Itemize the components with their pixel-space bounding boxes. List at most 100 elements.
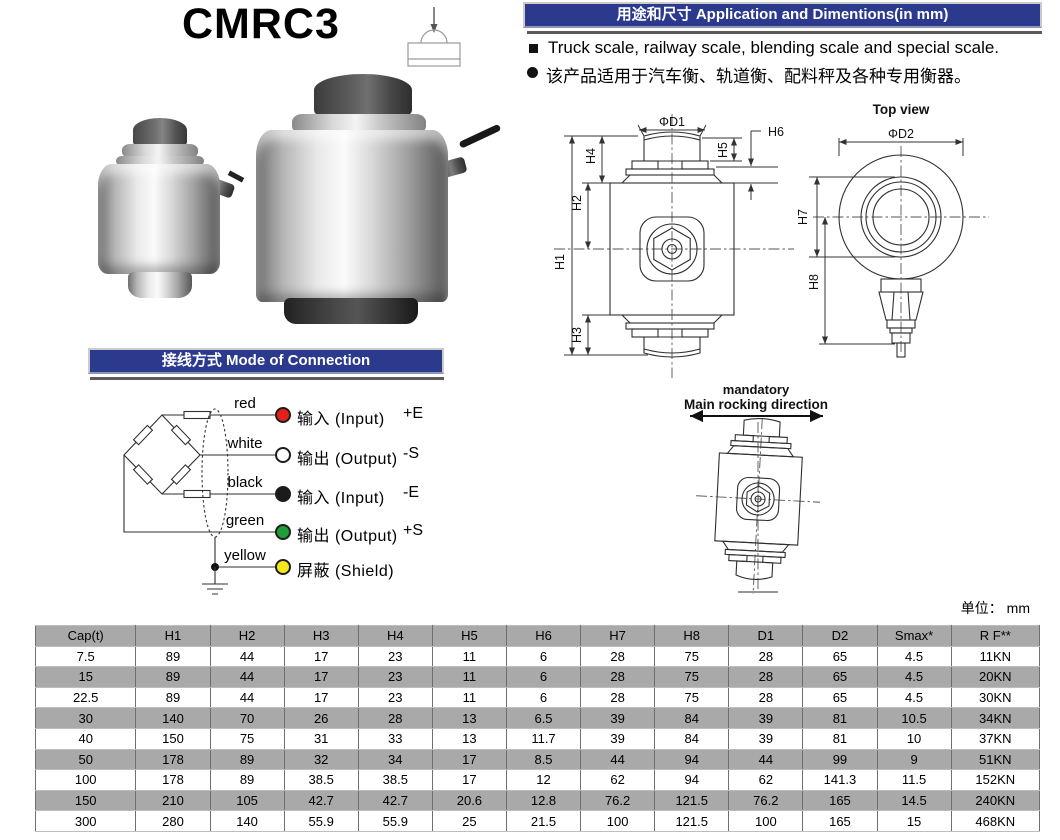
table-cell: 21.5 [505,810,582,832]
table-cell: 6 [505,686,582,709]
table-cell: 39 [728,707,804,729]
wire-function-label: 输出 (Output) [297,528,398,545]
table-cell: 44 [209,666,285,688]
table-cell: 42.7 [283,789,359,812]
terminal-dot [275,524,291,540]
table-cell: 20KN [950,666,1041,688]
table-cell: 11 [431,645,507,668]
center-boss-square [735,476,781,522]
table-cell: 62 [728,769,804,791]
column-header: D2 [802,625,878,647]
bottom-flange-tab-left [631,328,659,338]
table-cell: 28 [580,686,656,709]
cable-stub [896,342,906,358]
table-cell: 28 [728,686,804,709]
table-cell: 150 [34,789,137,812]
wire-color-label: red [234,395,256,412]
table-cell: 39 [580,707,656,729]
top-view-label: Top view [873,102,930,117]
table-cell: 55.9 [357,810,433,832]
column-header: Cap(t) [34,625,137,647]
photo-cable [227,170,245,183]
table-cell: 84 [654,707,730,729]
table-cell: 26 [283,707,359,729]
table-cell: 14.5 [876,789,952,812]
column-header: H7 [580,625,656,647]
application-bar-shadow [527,31,1042,34]
model-title: CMRC3 [182,0,340,48]
column-header: H8 [654,625,730,647]
table-cell: 37KN [950,727,1041,750]
table-cell: 25 [431,810,507,832]
table-cell: 10 [876,727,952,750]
table-cell: 141.3 [802,769,878,791]
h6-extension-lines [716,166,778,184]
table-cell: 89 [135,666,211,688]
disc-bullet-icon [527,67,538,78]
table-cell: 12 [505,769,582,791]
table-cell: 17 [283,645,359,668]
dim-label-h6: H6 [768,125,784,139]
bottom-cap-outline [643,336,701,358]
photo-top-button [314,74,412,116]
table-cell: 28 [728,666,804,688]
center-hex-nut [745,485,771,513]
column-header: H3 [283,625,359,647]
dim-label-d2: ΦD2 [888,127,914,141]
table-cell: 10.5 [876,707,952,729]
arrow-head [430,24,438,33]
table-cell: 13 [431,727,507,750]
dim-label-h8: H8 [807,274,821,290]
center-circle [741,482,775,516]
table-cell: 17 [283,666,359,688]
wire-color-label: yellow [224,547,266,564]
table-cell: 152KN [950,769,1041,791]
table-cell: 17 [283,686,359,709]
center-hex-nut [653,227,691,271]
table-cell: 99 [802,748,878,771]
gland-hex-facets [891,291,911,321]
wire-signal-label: +E [403,405,424,422]
wire-color-label: black [227,474,263,491]
bottom-flange-tab-right [681,328,709,338]
base-block [407,42,461,67]
column-header: D1 [728,625,804,647]
table-cell: 84 [654,727,730,750]
table-cell: 34 [357,748,433,771]
table-cell: 42.7 [357,789,433,812]
table-cell: 65 [802,666,878,688]
table-cell: 81 [802,707,878,729]
table-cell: 75 [209,727,285,750]
table-cell: 76.2 [728,789,804,812]
column-header: H2 [209,625,285,647]
table-cell: 28 [580,645,656,668]
bottom-cap-inner-arc [643,348,701,354]
table-cell: 76.2 [580,789,656,812]
table-cell: 23 [357,666,433,688]
photo-neck [122,144,198,158]
top-cap-inner-arc [643,135,701,141]
center-dot [754,495,762,503]
photo-neck [292,114,426,134]
top-view-drawing: Top view ΦD2 H7 H8 [796,102,989,358]
dim-label-d1: ΦD1 [659,115,685,129]
table-cell: 62 [580,769,656,791]
table-cell: 40 [34,727,137,750]
table-cell: 11.5 [876,769,952,791]
wire-signal-label: +S [403,522,424,539]
application-bullet-en: Truck scale, railway scale, blending sca… [527,38,1047,58]
compensation-resistor [183,410,211,420]
table-cell: 22.5 [34,686,137,709]
dim-label-h5: H5 [716,142,730,158]
column-header: H1 [135,625,211,647]
table-cell: 44 [209,645,285,668]
column-header: R F** [950,625,1041,647]
table-cell: 140 [135,707,211,729]
bridge-resistor [132,464,154,485]
